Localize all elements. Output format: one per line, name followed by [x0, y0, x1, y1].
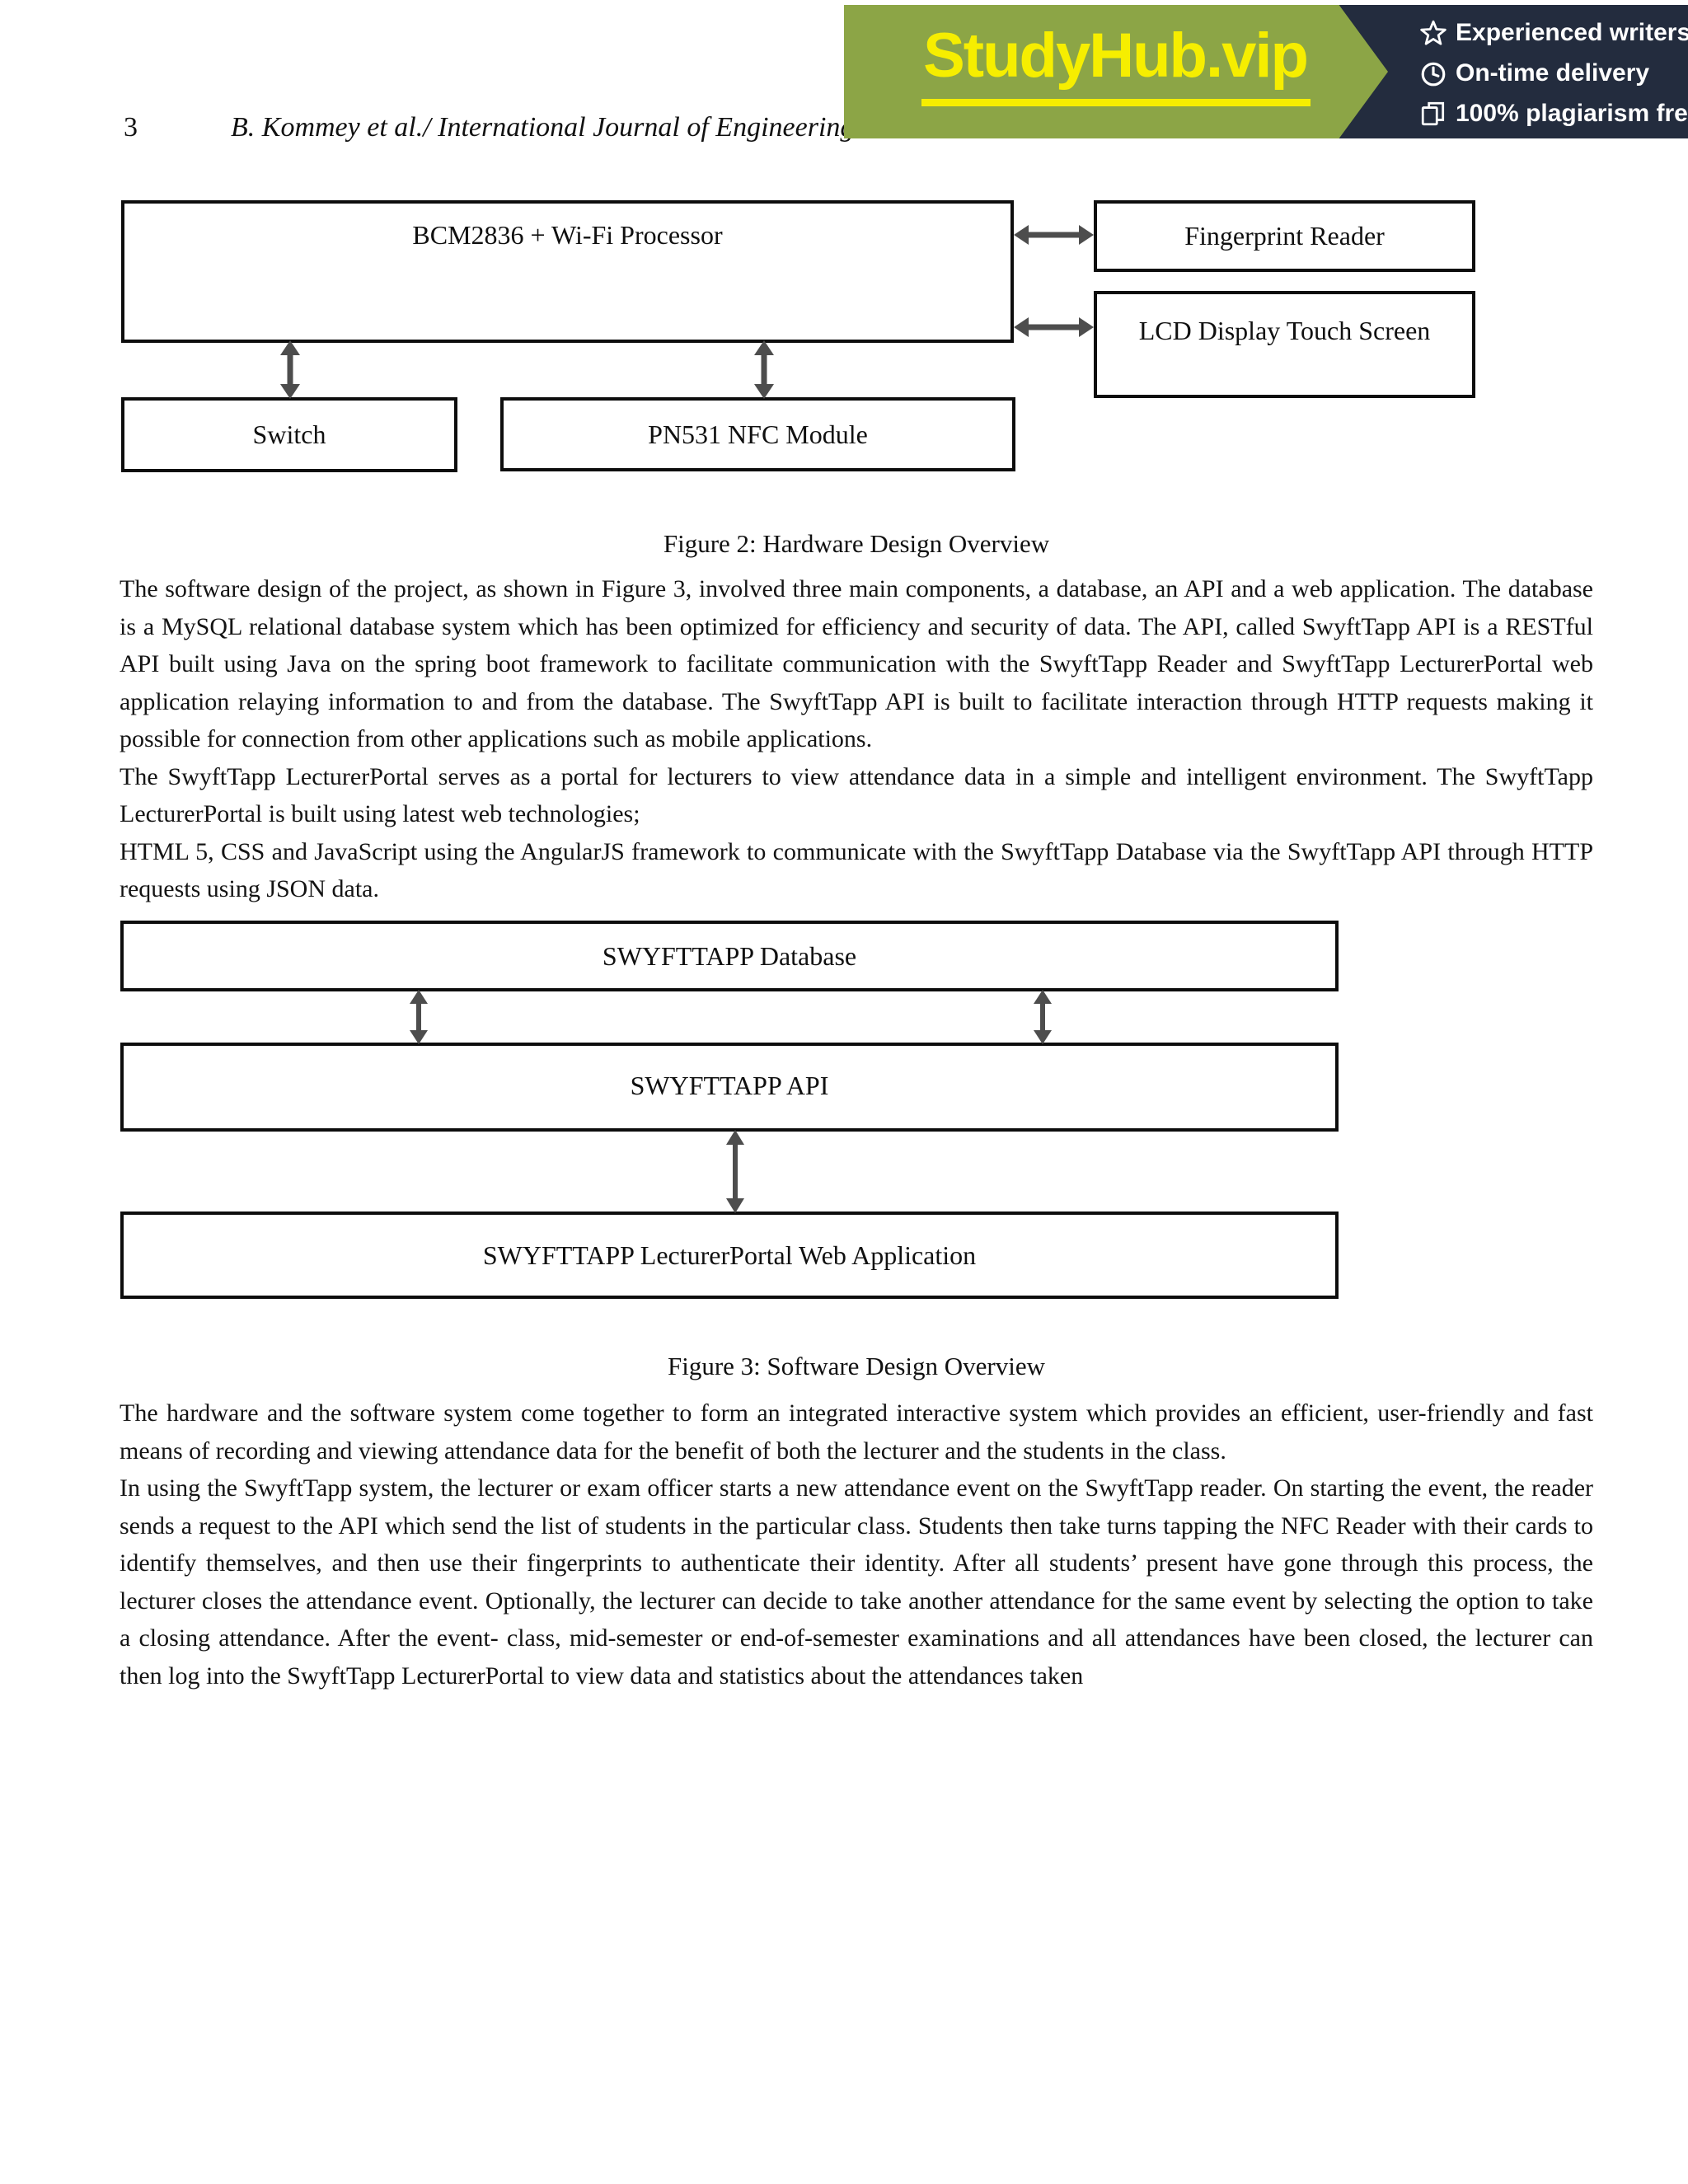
diagram-box-fingerprint-reader: Fingerprint Reader	[1094, 200, 1475, 272]
box-label: LCD Display Touch Screen	[1138, 316, 1431, 345]
box-label: SWYFTTAPP API	[630, 1071, 829, 1100]
diagram-box-lcd-touchscreen: LCD Display Touch Screen	[1094, 291, 1475, 398]
star-icon	[1420, 20, 1447, 45]
double-arrow-api-webapp	[719, 1130, 752, 1217]
double-arrow-processor-fingerprint	[1014, 218, 1094, 255]
diagram-box-switch: Switch	[121, 397, 457, 472]
feature-plagiarism-free: 100% plagiarism free	[1419, 96, 1688, 132]
feature-label: 100% plagiarism free	[1456, 100, 1688, 127]
diagram-box-nfc-module: PN531 NFC Module	[500, 397, 1015, 471]
paragraph: The software design of the project, as s…	[120, 575, 1593, 752]
figure3-caption: Figure 3: Software Design Overview	[667, 1352, 1045, 1380]
double-arrow-processor-lcd	[1014, 311, 1094, 348]
diagram-box-processor: BCM2836 + Wi-Fi Processor	[121, 200, 1014, 343]
box-label: PN531 NFC Module	[648, 419, 868, 449]
diagram-box-database: SWYFTTAPP Database	[120, 921, 1339, 991]
box-label: BCM2836 + Wi-Fi Processor	[412, 220, 723, 250]
copy-icon	[1421, 101, 1445, 126]
paragraph: The SwyftTapp LecturerPortal serves as a…	[120, 762, 1593, 828]
box-label: Fingerprint Reader	[1184, 221, 1385, 251]
feature-label: Experienced writers	[1456, 19, 1688, 46]
brand-link[interactable]: StudyHub.vip	[921, 25, 1311, 106]
body-text-block-2: The hardware and the software system com…	[120, 1394, 1593, 1694]
running-head: B. Kommey et al./ International Journal …	[231, 112, 855, 143]
double-arrow-processor-switch	[274, 340, 307, 403]
paragraph: The hardware and the software system com…	[120, 1399, 1593, 1465]
feature-on-time-delivery: On-time delivery	[1419, 55, 1688, 91]
banner-feature-list: Experienced writers On-time delivery 100…	[1419, 15, 1688, 132]
page-number: 3	[124, 112, 138, 143]
double-arrow-processor-nfc	[748, 340, 781, 403]
diagram-box-webapp: SWYFTTAPP LecturerPortal Web Application	[120, 1212, 1339, 1299]
box-label: SWYFTTAPP LecturerPortal Web Application	[482, 1240, 977, 1270]
double-arrow-db-api-left	[402, 990, 435, 1048]
feature-label: On-time delivery	[1456, 59, 1650, 87]
box-label: SWYFTTAPP Database	[602, 940, 857, 971]
figure2-caption: Figure 2: Hardware Design Overview	[663, 529, 1050, 558]
clock-icon	[1421, 62, 1446, 87]
paragraph: HTML 5, CSS and JavaScript using the Ang…	[120, 837, 1593, 903]
body-text-block-1: The software design of the project, as s…	[120, 570, 1593, 908]
paragraph: In using the SwyftTapp system, the lectu…	[120, 1474, 1593, 1690]
double-arrow-db-api-right	[1026, 990, 1059, 1048]
diagram-box-api: SWYFTTAPP API	[120, 1043, 1339, 1132]
banner-green-chevron: StudyHub.vip	[844, 5, 1388, 138]
feature-experienced-writers: Experienced writers	[1419, 15, 1688, 51]
studyhub-banner[interactable]: StudyHub.vip Experienced writers On-time…	[844, 5, 1688, 138]
box-label: Switch	[252, 419, 326, 449]
